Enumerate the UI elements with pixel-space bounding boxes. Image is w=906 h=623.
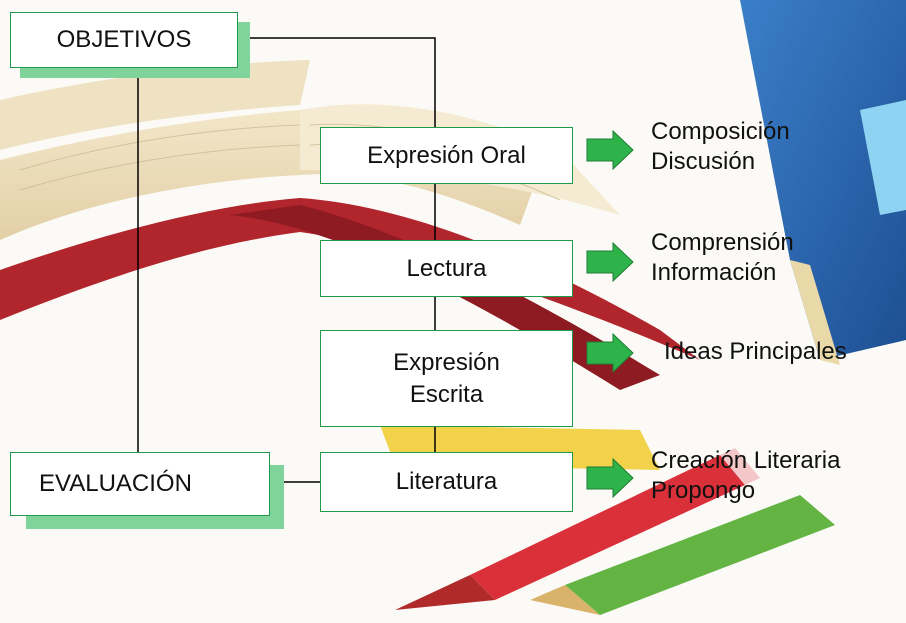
expresion-escrita-outputs: Ideas Principales <box>664 337 847 367</box>
arrow-right-icon <box>586 130 634 170</box>
output-item: Creación Literaria <box>651 447 841 474</box>
expresion-escrita-label-line1: Expresión <box>393 348 500 376</box>
literatura-label: Literatura <box>395 468 498 495</box>
arrow-right-icon <box>586 242 634 282</box>
expresion-oral-outputs: Composición Discusión <box>651 117 790 177</box>
lectura-box: Lectura <box>320 240 573 297</box>
output-item: Comprensión <box>651 229 794 256</box>
expresion-oral-label: Expresión Oral <box>367 141 526 169</box>
output-item: Información <box>651 259 777 286</box>
output-item: Ideas Principales <box>664 338 847 365</box>
lectura-label: Lectura <box>406 254 487 282</box>
objetivos-label: OBJETIVOS <box>56 26 192 53</box>
red-pencil-illustration <box>395 448 760 610</box>
output-item: Propongo <box>651 477 756 504</box>
arrow-right-icon <box>586 458 634 498</box>
evaluacion-label: EVALUACIÓN <box>39 470 192 497</box>
objetivos-box: OBJETIVOS <box>10 12 238 68</box>
lectura-outputs: Comprensión Información <box>651 228 794 288</box>
arrow-right-icon <box>586 333 634 373</box>
blue-book-illustration <box>740 0 906 365</box>
literatura-outputs: Creación Literaria Propongo <box>651 446 840 506</box>
expresion-escrita-box: Expresión Escrita <box>320 330 573 427</box>
expresion-oral-box: Expresión Oral <box>320 127 573 184</box>
output-item: Composición <box>651 118 790 145</box>
evaluacion-box: EVALUACIÓN <box>10 452 270 516</box>
green-pencil-illustration <box>530 495 835 615</box>
literatura-box: Literatura <box>320 452 573 512</box>
expresion-escrita-label-line2: Escrita <box>409 380 484 408</box>
output-item: Discusión <box>651 148 756 175</box>
